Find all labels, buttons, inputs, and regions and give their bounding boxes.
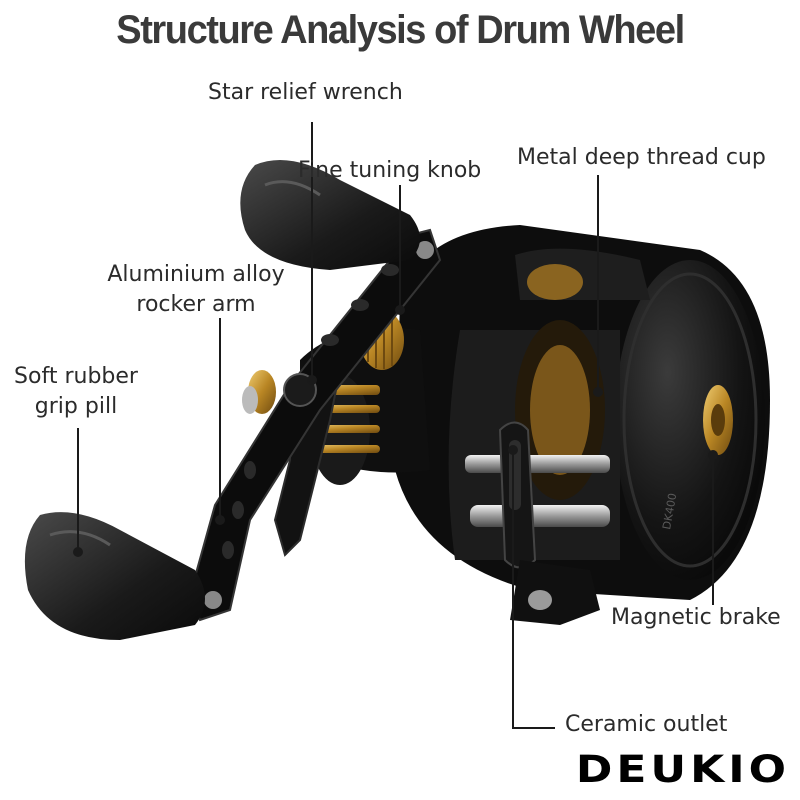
pointer-dot-metal-deep-thread-cup — [593, 387, 603, 397]
side-plate — [615, 260, 765, 580]
pointer-dot-ceramic-outlet — [508, 445, 518, 455]
pointer-ceramic-outlet — [512, 450, 555, 729]
pointer-dot-rocker-arm — [215, 515, 225, 525]
label-grip-pill-line1: Soft rubber — [14, 364, 138, 389]
label-rocker-arm-line2: rocker arm — [136, 292, 256, 317]
pointer-dot-fine-tuning-knob — [395, 305, 405, 315]
aluminium-rocker-arm — [188, 228, 442, 622]
guide-rod-upper — [465, 455, 610, 473]
pointer-dot-star-relief-wrench — [307, 375, 317, 385]
brand-logo: DEUKIO — [575, 747, 790, 792]
label-fine-tuning-knob: Fine tuning knob — [298, 158, 482, 183]
soft-rubber-grip-top — [240, 160, 420, 270]
pointer-dot-grip-pill — [73, 547, 83, 557]
reel-body — [395, 225, 770, 625]
label-metal-deep-thread-cup: Metal deep thread cup — [517, 145, 766, 170]
label-star-relief-wrench: Star relief wrench — [208, 80, 403, 105]
soft-rubber-grip-bottom — [24, 512, 205, 640]
label-rocker-arm-line1: Aluminium alloy — [107, 262, 285, 287]
label-magnetic-brake: Magnetic brake — [611, 605, 781, 630]
label-ceramic-outlet: Ceramic outlet — [565, 712, 728, 737]
pointer-dot-magnetic-brake — [708, 450, 718, 460]
guide-rod-lower — [470, 505, 610, 527]
reel-model-text: DK400 — [660, 492, 679, 530]
label-aluminium-alloy-rocker-arm: Aluminium alloy rocker arm — [96, 260, 296, 320]
page-title: Structure Analysis of Drum Wheel — [116, 8, 685, 52]
pointer-lines — [73, 122, 718, 729]
label-grip-pill-line2: grip pill — [34, 394, 118, 419]
label-soft-rubber-grip-pill: Soft rubber grip pill — [2, 362, 150, 422]
